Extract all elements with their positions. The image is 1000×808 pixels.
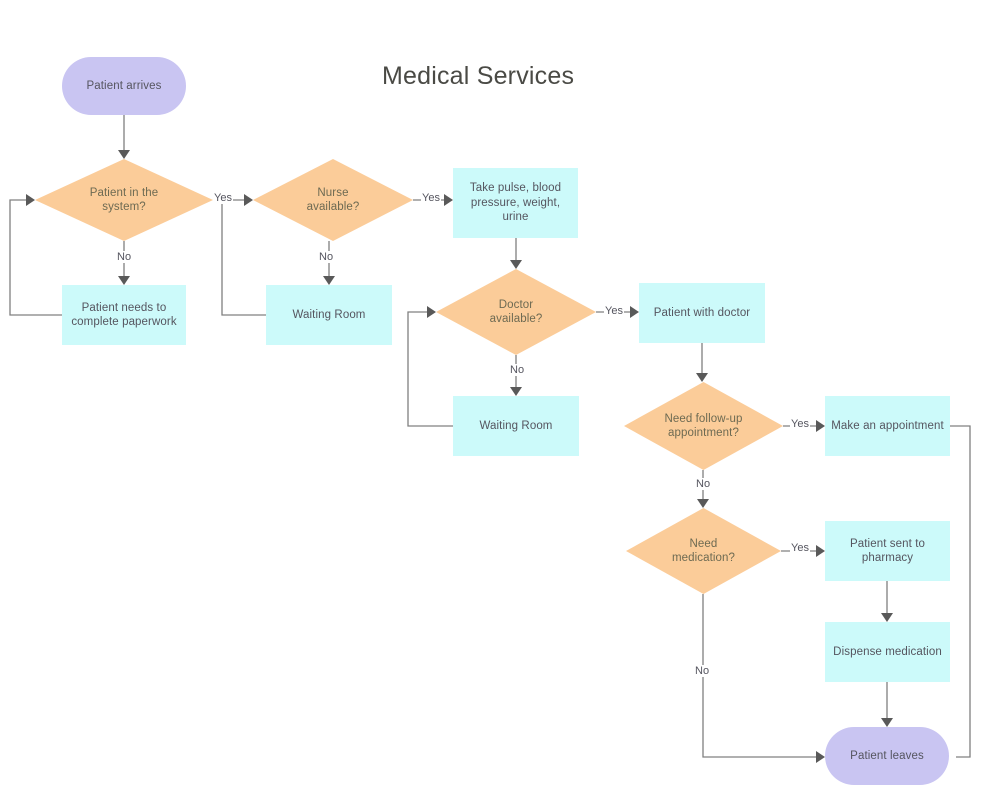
- node-patient-leaves[interactable]: Patient leaves: [825, 727, 949, 785]
- arrowhead: [696, 373, 708, 382]
- node-waiting-room-doctor[interactable]: Waiting Room: [453, 396, 579, 456]
- connector-with-doctor-to-followup: [696, 343, 708, 382]
- edge-label-nurse-no: No: [318, 251, 335, 264]
- arrowhead: [427, 306, 436, 318]
- edge-label-in-system-yes: Yes: [213, 192, 233, 205]
- node-label: Waiting Room: [479, 419, 553, 432]
- node-take-vitals[interactable]: Take pulse, blood pressure, weight, urin…: [453, 168, 578, 238]
- node-label: Patient in the system?: [89, 186, 159, 213]
- chart-title: Medical Services: [382, 62, 575, 90]
- node-label: Waiting Room: [292, 308, 366, 321]
- node-label: Take pulse, blood pressure, weight, urin…: [469, 182, 562, 224]
- node-patient-in-system[interactable]: Patient in the system?: [35, 159, 213, 241]
- arrowhead: [881, 718, 893, 727]
- connector-vitals-to-doctor: [510, 238, 522, 269]
- edge-label-nurse-yes: Yes: [421, 192, 441, 205]
- node-label: Need medication?: [671, 537, 736, 564]
- edge-label-doctor-no: No: [509, 364, 526, 377]
- node-label: Patient with doctor: [653, 306, 751, 319]
- arrowhead: [26, 194, 35, 206]
- arrowhead: [816, 420, 825, 432]
- node-make-appointment[interactable]: Make an appointment: [825, 396, 950, 456]
- connector-medication-no-to-leaves: [702, 594, 825, 763]
- arrowhead: [881, 613, 893, 622]
- arrowhead: [630, 306, 639, 318]
- node-label: Doctor available?: [489, 298, 543, 325]
- node-complete-paperwork[interactable]: Patient needs to complete paperwork: [62, 285, 186, 345]
- arrowhead: [244, 194, 253, 206]
- arrowhead: [697, 499, 709, 508]
- node-label: Nurse available?: [306, 186, 360, 213]
- edge-label-medication-no: No: [694, 665, 711, 678]
- node-label: Patient sent to pharmacy: [849, 537, 926, 564]
- node-label: Dispense medication: [833, 645, 942, 658]
- node-need-followup[interactable]: Need follow-up appointment?: [624, 382, 783, 470]
- edge-label-paperwork-no: No: [116, 251, 133, 264]
- arrowhead: [444, 194, 453, 206]
- node-patient-to-pharmacy[interactable]: Patient sent to pharmacy: [825, 521, 950, 581]
- node-nurse-available[interactable]: Nurse available?: [253, 159, 413, 241]
- arrowhead: [323, 276, 335, 285]
- node-doctor-available[interactable]: Doctor available?: [436, 269, 596, 355]
- node-label: Make an appointment: [831, 419, 944, 432]
- node-label: Patient leaves: [850, 749, 924, 762]
- arrowhead: [510, 260, 522, 269]
- arrowhead: [816, 545, 825, 557]
- edge-label-medication-yes: Yes: [790, 542, 810, 555]
- node-need-medication[interactable]: Need medication?: [626, 508, 781, 594]
- edge-label-followup-no: No: [695, 478, 712, 491]
- arrowhead: [118, 150, 130, 159]
- node-label: Need follow-up appointment?: [664, 412, 743, 439]
- edge-label-followup-yes: Yes: [790, 418, 810, 431]
- node-label: Patient arrives: [86, 79, 162, 92]
- arrowhead: [510, 387, 522, 396]
- connector-appointment-to-leaves: [950, 425, 971, 758]
- arrowhead: [118, 276, 130, 285]
- connector-pharmacy-to-dispense: [881, 581, 893, 622]
- edge-label-doctor-yes: Yes: [604, 305, 624, 318]
- connector-arrives-to-in-system: [118, 115, 130, 159]
- arrowhead: [816, 751, 825, 763]
- node-patient-arrives[interactable]: Patient arrives: [62, 57, 186, 115]
- node-dispense-medication[interactable]: Dispense medication: [825, 622, 950, 682]
- node-waiting-room-nurse[interactable]: Waiting Room: [266, 285, 392, 345]
- node-label: Patient needs to complete paperwork: [71, 301, 177, 328]
- node-patient-with-doctor[interactable]: Patient with doctor: [639, 283, 765, 343]
- connector-dispense-to-leaves: [881, 682, 893, 727]
